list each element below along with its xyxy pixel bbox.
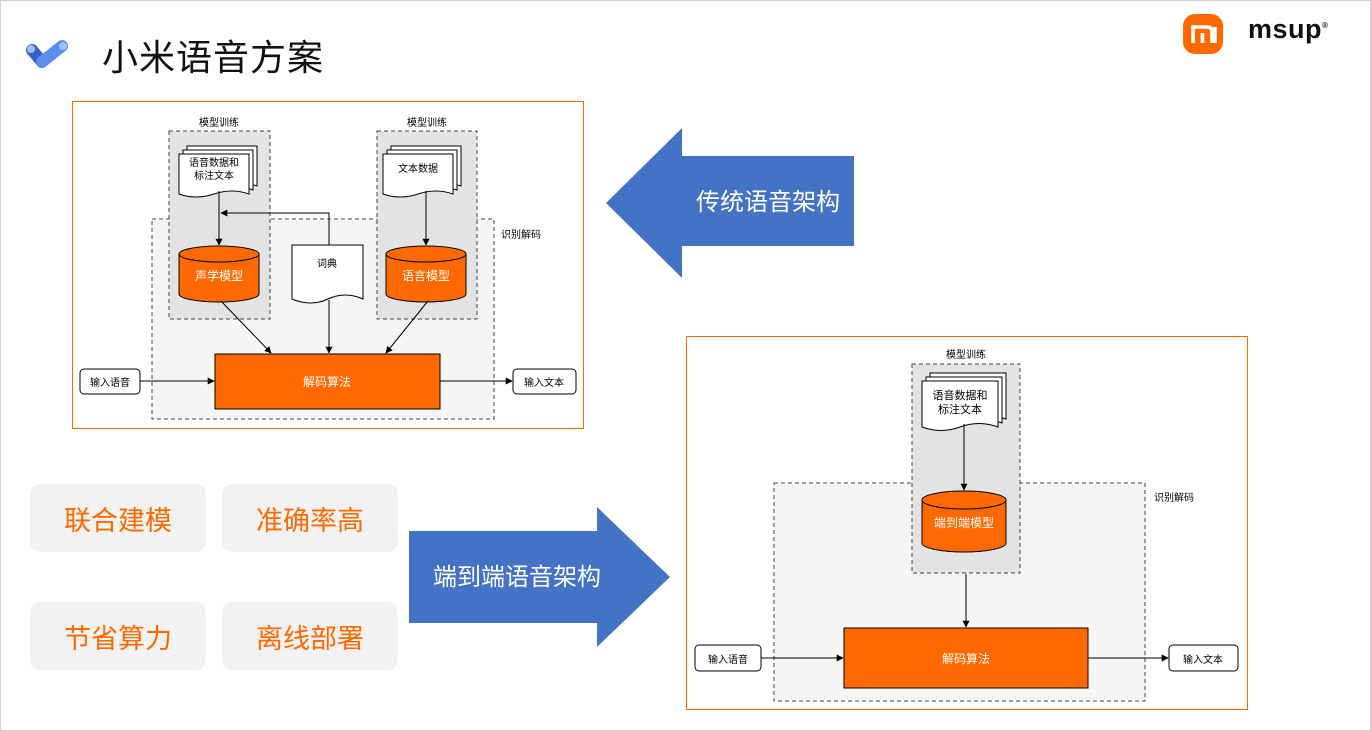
input-speech-label: 输入语音 [90, 376, 130, 389]
speech-data-line1: 语音数据和 [933, 388, 988, 402]
e2e-arrow-shape: 端到端语音架构 [409, 507, 670, 647]
e2e-model-label: 端到端模型 [934, 516, 994, 530]
output-text-box [512, 368, 577, 395]
speech-data-line2: 标注文本 [938, 402, 982, 416]
traditional-arrows [140, 191, 513, 385]
text-data-label: 文本数据 [398, 162, 438, 175]
e2e-arrow-label: 端到端语音架构 [433, 563, 601, 591]
decoder-label: 解码算法 [303, 374, 351, 389]
speech-data-line2: 标注文本 [194, 169, 234, 182]
speech-data-documents [921, 372, 1007, 431]
e2e-model-cylinder [921, 490, 1007, 553]
advantage-tag-joint-modeling: 联合建模 [30, 484, 206, 552]
traditional-arrow-shape: 传统语音架构 [606, 128, 854, 278]
training-label-1: 模型训练 [199, 116, 239, 129]
e2e-architecture-panel: 识别解码 模型训练 语音数据和 标注文本 端到端模型 解码算法 输入语音 输入文… [686, 336, 1248, 710]
decode-region-label: 识别解码 [1154, 491, 1194, 504]
output-text-box [1168, 644, 1239, 672]
training-label-2: 模型训练 [407, 116, 447, 129]
dictionary-label: 词典 [317, 257, 337, 270]
decoder-block [843, 627, 1089, 689]
speech-data-line1: 语音数据和 [189, 156, 239, 169]
decoder-label: 解码算法 [942, 651, 990, 666]
text-data-documents [382, 145, 462, 198]
msup-logo: msup® [1248, 14, 1329, 44]
output-text-label: 输入文本 [524, 376, 564, 389]
dictionary-document [291, 244, 364, 304]
traditional-diagram: 识别解码 模型训练 模型训练 语音数据和 标注文本 文本数据 声学模型 [79, 116, 577, 420]
language-model-label: 语言模型 [402, 269, 450, 283]
title-bar: 小米语音方案 [22, 30, 324, 80]
acoustic-model-label: 声学模型 [195, 268, 243, 283]
mi-logo-icon [1183, 14, 1223, 54]
input-speech-label: 输入语音 [708, 653, 748, 666]
speech-data-documents [178, 145, 258, 198]
page-title: 小米语音方案 [102, 38, 325, 79]
checkmark-logo-icon [26, 40, 68, 68]
advantage-tag-offline-deploy: 离线部署 [222, 602, 398, 670]
acoustic-model-cylinder [178, 245, 260, 303]
output-text-label: 输入文本 [1183, 653, 1223, 666]
advantage-tag-save-compute: 节省算力 [30, 602, 206, 670]
traditional-architecture-panel: 识别解码 模型训练 模型训练 语音数据和 标注文本 文本数据 声学模型 [72, 101, 584, 429]
decode-region-label: 识别解码 [501, 228, 541, 241]
e2e-diagram: 识别解码 模型训练 语音数据和 标注文本 端到端模型 解码算法 输入语音 输入文… [694, 348, 1239, 702]
training-label: 模型训练 [946, 348, 986, 361]
traditional-arrow-label: 传统语音架构 [696, 188, 840, 216]
e2e-arrows [761, 424, 1169, 662]
language-model-cylinder [385, 245, 467, 303]
advantage-tag-high-accuracy: 准确率高 [222, 484, 398, 552]
